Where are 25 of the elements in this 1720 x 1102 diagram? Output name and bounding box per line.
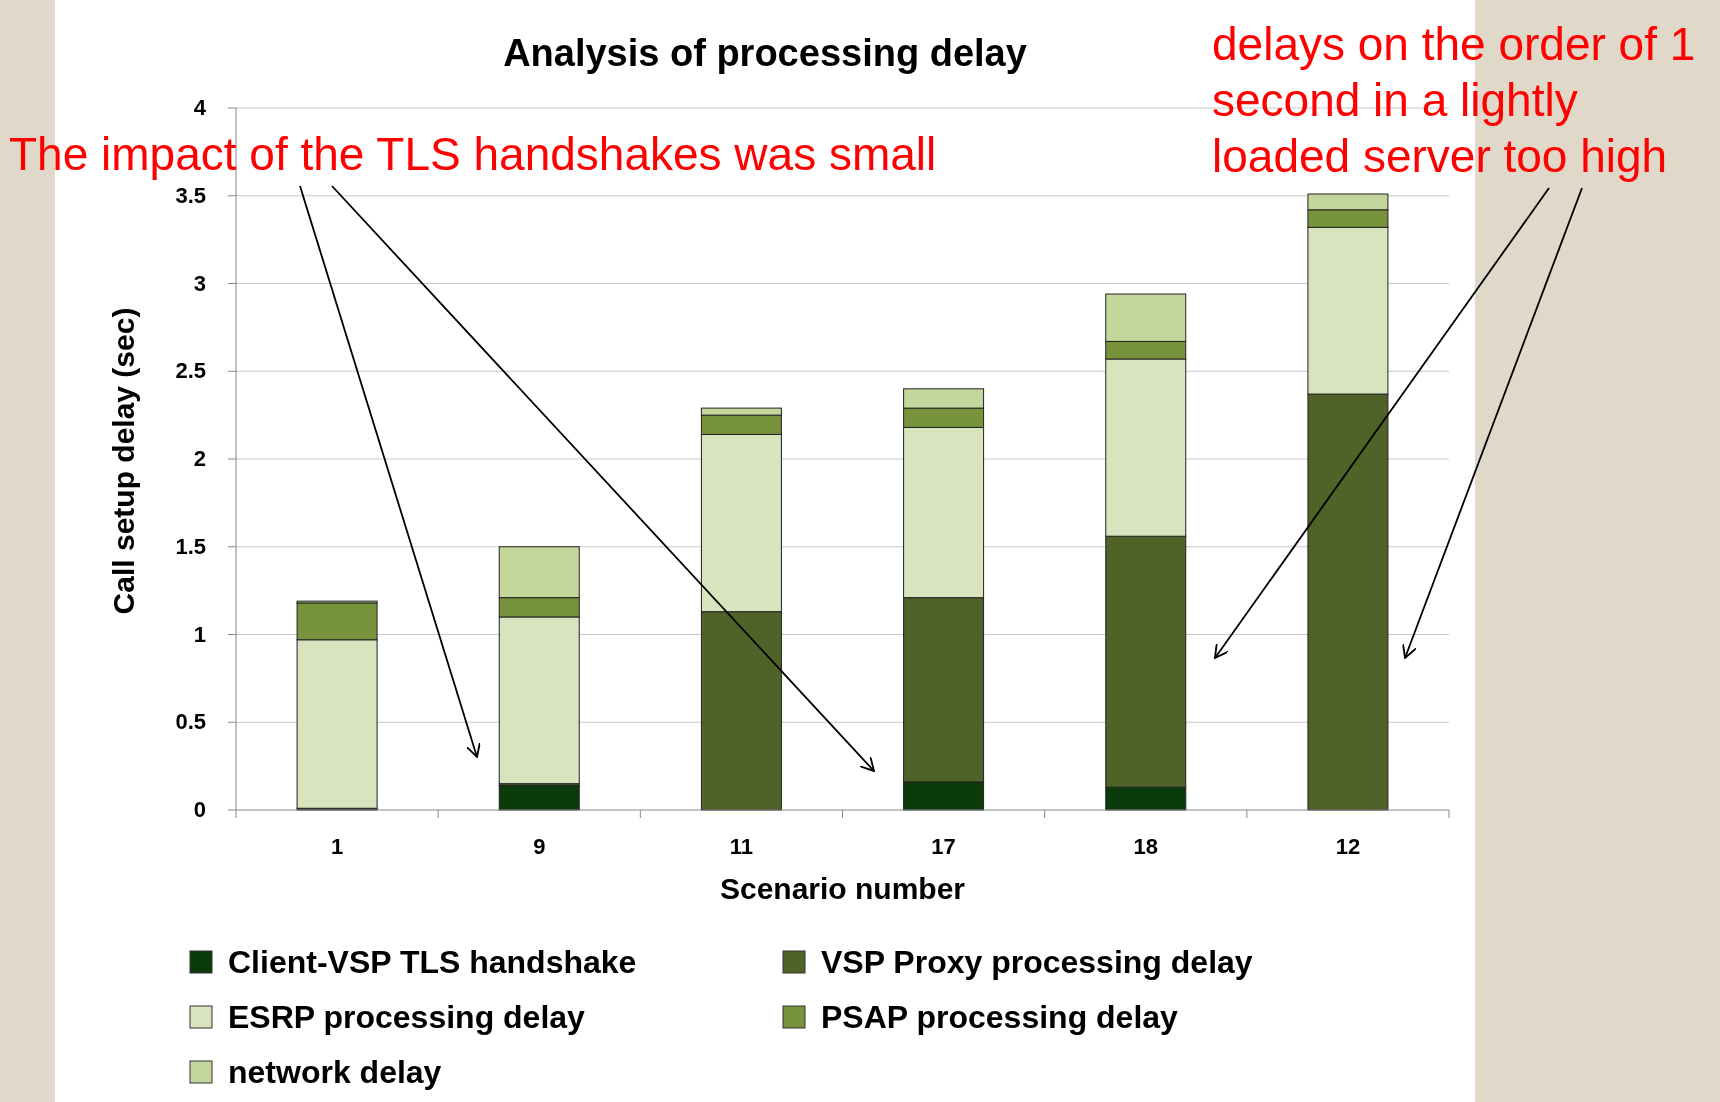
tick-label: 17 <box>931 834 956 859</box>
tick-label: 0 <box>193 797 206 822</box>
axis-title: Call setup delay (sec) <box>107 307 140 615</box>
tick-label: 2 <box>193 446 206 471</box>
legend-label: ESRP processing delay <box>228 999 585 1035</box>
tick-label: 1 <box>330 834 344 859</box>
tick-label: 1.5 <box>175 533 206 559</box>
annotation-text: The impact of the TLS handshakes was small <box>9 127 937 182</box>
tick-label: 4 <box>193 95 206 120</box>
tick-label: 18 <box>1133 834 1158 859</box>
legend-label: PSAP processing delay <box>821 999 1178 1035</box>
tick-label: 12 <box>1335 834 1361 859</box>
legend-label: VSP Proxy processing delay <box>821 944 1253 980</box>
tick-label: 3.5 <box>175 182 206 208</box>
annotation-text: delays on the order of 1 second in a lightly loaded server too high <box>1212 17 1697 184</box>
tick-label: 3 <box>193 270 206 296</box>
tick-label: 9 <box>533 834 546 859</box>
legend-label: network delay <box>228 1054 442 1090</box>
tick-label: 2.5 <box>175 358 206 384</box>
tick-label: 11 <box>729 834 754 859</box>
axis-title: Scenario number <box>719 872 966 905</box>
chart-title: Analysis of processing delay <box>503 32 1027 74</box>
tick-label: 0.5 <box>175 709 206 735</box>
tick-label: 1 <box>193 621 206 647</box>
legend-label: Client-VSP TLS handshake <box>228 944 637 980</box>
